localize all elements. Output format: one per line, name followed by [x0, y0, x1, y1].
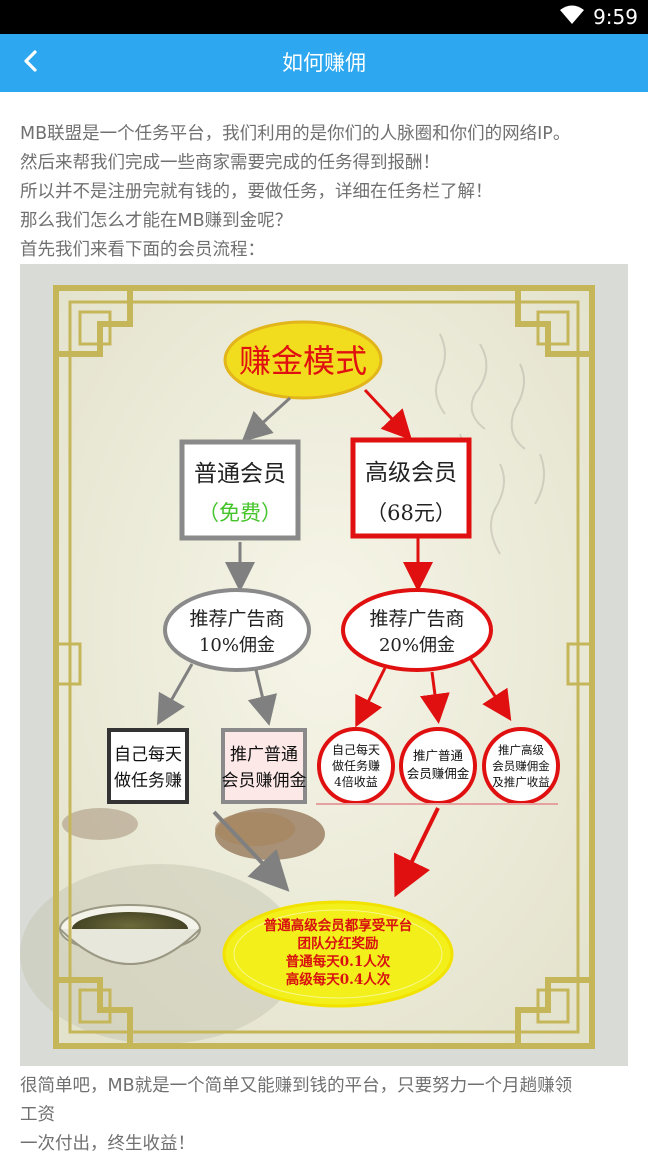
senior-member-name: 高级会员	[365, 460, 457, 486]
basic-member-name: 普通会员	[194, 461, 286, 487]
intro-paragraph: MB联盟是一个任务平台，我们利用的是你们的人脉圈和你们的网络IP。 然后来帮我们…	[0, 120, 648, 265]
senior-member-price: （68元）	[366, 501, 456, 525]
senior-promote-senior-line1: 推广高级	[498, 743, 544, 757]
mode-title: 赚金模式	[239, 342, 367, 380]
status-right: 9:59	[559, 4, 638, 30]
senior-promote-basic-line2: 会员赚佣金	[407, 766, 470, 781]
basic-referral-node: 推荐广告商 10%佣金	[163, 588, 311, 672]
back-button[interactable]	[14, 46, 48, 80]
page-title: 如何赚佣	[282, 51, 366, 75]
outro-paragraph: 很简单吧，MB就是一个简单又能赚到钱的平台，只要努力一个月趟赚领 工资 一次付出…	[0, 1072, 648, 1152]
basic-promote-line2: 会员赚佣金	[222, 771, 307, 791]
intro-line: 首先我们来看下面的会员流程：	[20, 240, 265, 260]
senior-task-line2: 做任务赚	[332, 758, 380, 773]
basic-member-price: （免费）	[198, 501, 282, 525]
mode-title-node: 赚金模式	[223, 320, 383, 400]
bonus-line2: 团队分红奖励	[298, 935, 379, 952]
bonus-node: 普通高级会员都享受平台 团队分红奖励 普通每天0.1人次 高级每天0.4人次	[222, 900, 454, 1008]
senior-task-node: 自己每天 做任务赚 4倍收益	[317, 727, 395, 805]
intro-line: 那么我们怎么才能在MB赚到金呢？	[20, 211, 293, 231]
intro-line: 所以并不是注册完就有钱的，要做任务，详细在任务栏了解！	[20, 182, 493, 202]
basic-promote-node: 推广普通 会员赚佣金	[221, 728, 307, 804]
intro-line: MB联盟是一个任务平台，我们利用的是你们的人脉圈和你们的网络IP。	[20, 124, 571, 144]
senior-member-node: 高级会员 （68元）	[350, 437, 472, 539]
outro-line: 一次付出，终生收益！	[20, 1134, 195, 1152]
member-flow-diagram: 赚金模式 普通会员 （免费） 高级会员 （68元） 推荐广告商 10%佣金	[20, 285, 595, 1049]
senior-promote-senior-node: 推广高级 会员赚佣金 及推广收益	[482, 727, 560, 805]
basic-member-node: 普通会员 （免费）	[179, 439, 301, 541]
basic-referral-line2: 10%佣金	[199, 635, 275, 656]
senior-referral-line1: 推荐广告商	[369, 608, 464, 630]
chevron-left-icon	[21, 49, 41, 77]
outro-line: 很简单吧，MB就是一个简单又能赚到钱的平台，只要努力一个月趟赚领	[20, 1076, 573, 1096]
senior-referral-line2: 20%佣金	[379, 635, 455, 656]
senior-task-line1: 自己每天	[332, 742, 380, 757]
senior-promote-basic-line1: 推广普通	[413, 748, 464, 763]
outro-line: 工资	[20, 1105, 55, 1125]
senior-promote-senior-line2: 会员赚佣金	[492, 759, 550, 773]
senior-task-line3: 4倍收益	[334, 774, 378, 789]
bonus-line1: 普通高级会员都享受平台	[264, 917, 413, 934]
ornate-border	[53, 285, 595, 1049]
member-flow-image: 赚金模式 普通会员 （免费） 高级会员 （68元） 推荐广告商 10%佣金	[20, 264, 628, 1066]
app-bar: 如何赚佣	[0, 34, 648, 92]
bonus-line3: 普通每天0.1人次	[286, 953, 391, 970]
wifi-icon	[559, 5, 585, 29]
basic-referral-line1: 推荐广告商	[189, 608, 284, 630]
intro-line: 然后来帮我们完成一些商家需要完成的任务得到报酬！	[20, 153, 440, 173]
article-content: MB联盟是一个任务平台，我们利用的是你们的人脉圈和你们的网络IP。 然后来帮我们…	[0, 92, 648, 265]
status-bar: 9:59	[0, 0, 648, 34]
basic-task-line2: 做任务赚	[114, 771, 182, 791]
status-time: 9:59	[593, 5, 638, 29]
basic-task-line1: 自己每天	[114, 745, 182, 765]
senior-referral-node: 推荐广告商 20%佣金	[341, 588, 493, 672]
bonus-line4: 高级每天0.4人次	[286, 971, 391, 988]
basic-promote-line1: 推广普通	[230, 745, 298, 765]
senior-promote-basic-node: 推广普通 会员赚佣金	[399, 727, 477, 805]
basic-task-node: 自己每天 做任务赚	[107, 728, 189, 804]
herbal-illustration	[20, 808, 325, 1044]
senior-promote-senior-line3: 及推广收益	[492, 775, 550, 789]
